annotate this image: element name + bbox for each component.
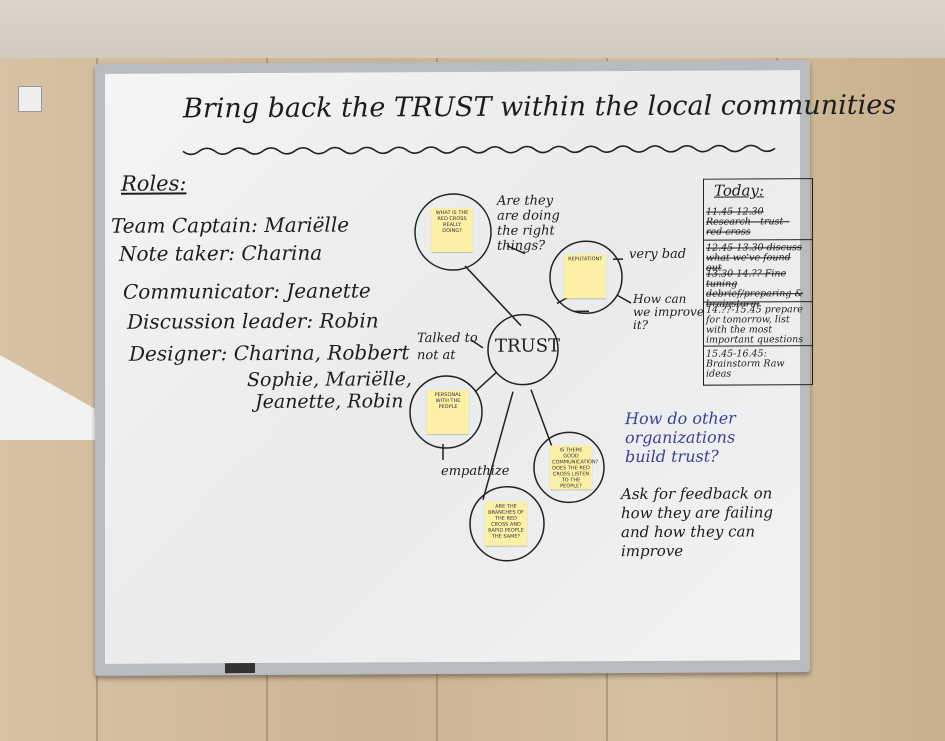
- label-right-things: Are they are doing the right things?: [497, 193, 560, 254]
- schedule-item: 14.??-15.45 prepare for tomorrow, list w…: [706, 304, 804, 346]
- sticky-note: WHAT IS THE RED CROSS REALLY DOING?: [431, 207, 473, 253]
- role-item: Sophie, Mariëlle,: [247, 368, 412, 392]
- trust-center: TRUST: [495, 335, 561, 357]
- today-schedule: Today: 11.45-12.30 Research - trust - re…: [703, 178, 813, 386]
- label-very-bad: very bad: [629, 246, 687, 263]
- whiteboard: Bring back the TRUST within the local co…: [95, 60, 896, 676]
- sticky-note: REPUTATION?: [564, 254, 606, 299]
- marker-tray: [225, 663, 255, 674]
- question-text: How do other organizations build trust?: [625, 408, 736, 467]
- today-heading: Today:: [714, 181, 764, 200]
- role-item: Discussion leader: Robin: [127, 308, 379, 334]
- roles-heading: Roles:: [121, 171, 187, 196]
- sticky-note: ARE THE BRANCHES OF THE RED CROSS AND RA…: [485, 501, 527, 546]
- schedule-item: 11.45-12.30 Research - trust - red cross: [706, 206, 790, 238]
- title-underline: [182, 144, 776, 562]
- answer-text: Ask for feedback on how they are failing…: [621, 484, 774, 561]
- label-empathize: empathize: [441, 463, 510, 480]
- whiteboard-surface: Bring back the TRUST within the local co…: [105, 70, 896, 664]
- label-talked-to: Talked to not at: [417, 330, 478, 364]
- role-item: Jeanette, Robin: [255, 390, 404, 414]
- label-improve: How can we improve it?: [633, 291, 704, 333]
- sticky-note: IS THERE GOOD COMMUNICATION? DOES THE RE…: [550, 445, 598, 490]
- wall-clip: [18, 86, 42, 112]
- role-item: Note taker: Charina: [119, 240, 323, 266]
- sticky-note: PERSONAL WITH THE PEOPLE: [427, 389, 469, 435]
- role-item: Communicator: Jeanette: [123, 278, 371, 304]
- schedule-item: 15.45-16.45: Brainstorm Raw ideas: [706, 348, 785, 380]
- role-item: Designer: Charina, Robbert: [129, 340, 410, 366]
- role-item: Team Captain: Mariëlle: [111, 212, 350, 238]
